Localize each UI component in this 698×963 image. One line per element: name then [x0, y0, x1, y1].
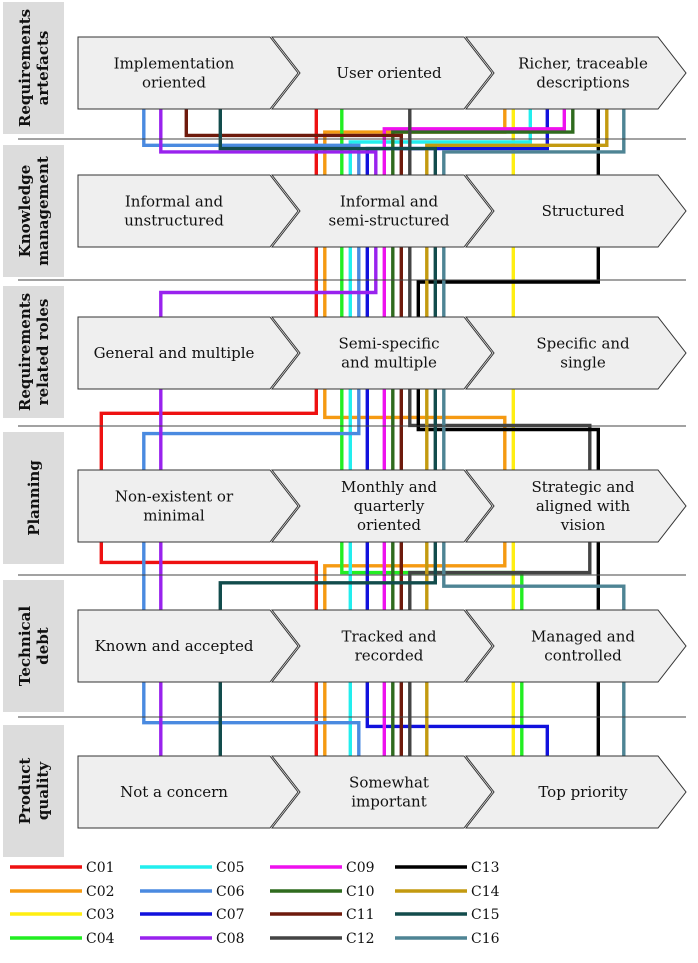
legend-label: C15 — [471, 907, 500, 923]
stage-label: Known and accepted — [95, 637, 254, 655]
row-label-box — [3, 2, 64, 134]
legend-item-c16: C16 — [395, 931, 500, 947]
legend-label: C01 — [86, 860, 115, 876]
row-label-box — [3, 432, 64, 564]
stage-chevron — [77, 469, 299, 543]
row-label: Technicaldebt — [16, 606, 52, 686]
stage-chevron — [464, 36, 687, 110]
legend-label: C14 — [471, 884, 500, 900]
row-label: Requirementsartefacts — [16, 9, 52, 127]
legend-label: C07 — [216, 907, 245, 923]
stage-chevron — [464, 755, 687, 829]
row-label: Productquality — [16, 758, 52, 825]
stage-chevron — [77, 609, 299, 683]
stage-chevron — [270, 174, 493, 248]
legend-label: C13 — [471, 860, 500, 876]
stage-label: User oriented — [336, 64, 442, 82]
stage-chevron — [464, 174, 687, 248]
row-2: Requirementsrelated roles General and mul… — [3, 286, 687, 418]
stage-chevron — [270, 316, 493, 390]
legend-label: C08 — [216, 931, 245, 947]
row-label-box — [3, 286, 64, 418]
legend-label: C06 — [216, 884, 245, 900]
stage-chevron — [464, 469, 687, 543]
legend-item-c02: C02 — [10, 884, 115, 900]
row-4: Technicaldebt Known and accepted Tracked a… — [3, 580, 687, 712]
legend-item-c06: C06 — [140, 884, 245, 900]
legend-item-c15: C15 — [395, 907, 500, 923]
stage-label: Top priority — [538, 783, 628, 801]
legend-item-c09: C09 — [270, 860, 375, 876]
legend-label: C12 — [346, 931, 375, 947]
row-label-box — [3, 725, 64, 857]
legend-item-c03: C03 — [10, 907, 115, 923]
stage-chevron — [270, 609, 493, 683]
stage-chevron — [270, 36, 493, 110]
legend-label: C04 — [86, 931, 115, 947]
legend-label: C10 — [346, 884, 375, 900]
legend-item-c05: C05 — [140, 860, 245, 876]
stage-label: Not a concern — [120, 783, 228, 801]
legend-item-c04: C04 — [10, 931, 115, 947]
legend-item-c11: C11 — [270, 907, 375, 923]
legend-item-c12: C12 — [270, 931, 375, 947]
legend-label: C02 — [86, 884, 115, 900]
stage-chevron — [77, 36, 299, 110]
stage-chevron — [464, 316, 687, 390]
legend-item-c14: C14 — [395, 884, 500, 900]
legend-label: C16 — [471, 931, 500, 947]
company-line-c06 — [142, 73, 361, 792]
legend-item-c10: C10 — [270, 884, 375, 900]
stage-chevron — [270, 755, 493, 829]
legend-label: C11 — [346, 907, 375, 923]
row-label: Requirementsrelated roles — [16, 293, 52, 411]
legend-label: C05 — [216, 860, 245, 876]
legend-item-c07: C07 — [140, 907, 245, 923]
row-label-box — [3, 145, 64, 277]
legend-item-c13: C13 — [395, 860, 500, 876]
stage-label: Structured — [542, 202, 625, 220]
row-label-box — [3, 580, 64, 712]
legend-label: C09 — [346, 860, 375, 876]
legend-label: C03 — [86, 907, 115, 923]
stage-label: General and multiple — [94, 344, 255, 362]
legend-item-c01: C01 — [10, 860, 115, 876]
stage-chevron — [77, 174, 299, 248]
stage-chevron — [270, 469, 493, 543]
row-label: Planning — [25, 460, 43, 536]
legend-item-c08: C08 — [140, 931, 245, 947]
stage-chevron — [77, 316, 299, 390]
row-label: Knowledgemanagement — [16, 156, 52, 266]
stage-chevron — [464, 609, 687, 683]
stage-chevron — [77, 755, 299, 829]
